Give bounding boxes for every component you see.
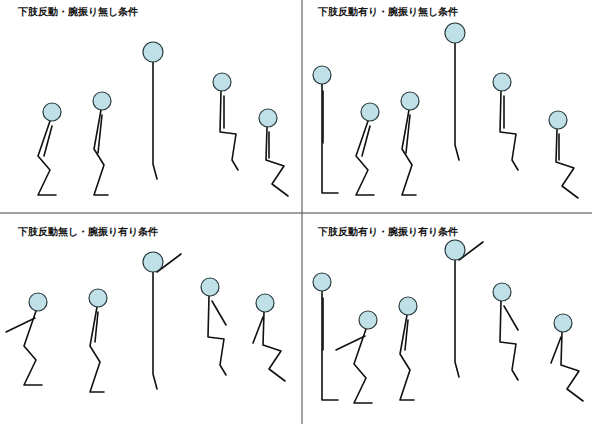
stick-figure — [336, 311, 377, 403]
stick-figure — [143, 252, 181, 389]
stick-figure — [253, 294, 285, 381]
condition-title: 下肢反動有り・腕振り無し条件 — [318, 6, 458, 18]
stick-figure — [89, 289, 107, 392]
divider-line — [302, 0, 303, 424]
stick-figure — [313, 66, 338, 193]
stick-figure — [445, 240, 483, 377]
stick-figure — [38, 103, 61, 195]
stick-figure — [399, 297, 417, 400]
stick-figure — [93, 92, 111, 195]
stick-figure — [6, 293, 47, 385]
stick-figure — [551, 314, 583, 401]
stick-figure — [401, 92, 419, 195]
stick-figure — [493, 73, 518, 170]
stick-figure — [313, 273, 338, 400]
condition-title: 下肢反動有り・腕振り有り条件 — [318, 226, 458, 238]
condition-title: 下肢反動無し・腕振り有り条件 — [18, 226, 158, 238]
stick-figure — [143, 42, 163, 179]
stick-figure — [493, 283, 518, 380]
stick-figure — [549, 111, 578, 198]
condition-title: 下肢反動・腕振り無し条件 — [18, 6, 138, 18]
divider-line — [0, 213, 592, 214]
stick-figure — [201, 278, 226, 375]
stick-figure — [213, 73, 238, 170]
stick-figure — [445, 23, 465, 160]
stick-figure — [259, 109, 288, 196]
stick-figure — [356, 103, 379, 195]
